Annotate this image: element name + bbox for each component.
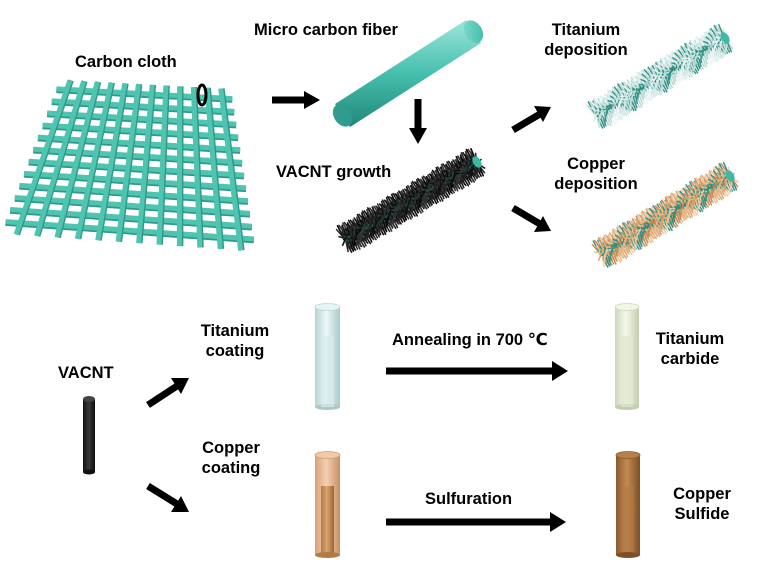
copper-deposition-line2: deposition — [548, 174, 644, 194]
fiber-bristle — [631, 232, 636, 233]
copper-sulfide-label: Copper Sulfide — [662, 484, 742, 524]
fiber-bristle — [712, 189, 713, 197]
fiber-bristle — [626, 93, 631, 94]
fiber-bristle — [343, 240, 345, 245]
copper-sulfide-tube — [616, 452, 640, 559]
copper-coating-line2: coating — [186, 458, 276, 478]
titanium-carbide-line1: Titanium — [650, 329, 730, 349]
vacnt-label: VACNT — [58, 363, 114, 383]
titanium-carbide-label: Titanium carbide — [650, 329, 730, 369]
fiber-bristle — [651, 220, 655, 221]
fiber-bristle — [376, 217, 380, 218]
vacnt-tube — [83, 396, 95, 475]
arrow-icon — [513, 106, 551, 130]
titanium-coating-label: Titanium coating — [190, 321, 280, 361]
titanium-deposition-label: Titanium deposition — [538, 20, 634, 60]
titanium-coated-tube — [315, 304, 340, 411]
vacnt-growth-label: VACNT growth — [276, 162, 391, 182]
copper-sulfide-line1: Copper — [662, 484, 742, 504]
copper-deposition-label: Copper deposition — [548, 154, 644, 194]
titanium-carbide-tube — [615, 304, 639, 411]
titanium-carbide-line2: carbide — [650, 349, 730, 369]
copper-coating-line1: Copper — [186, 438, 276, 458]
arrow-icon — [272, 91, 320, 109]
carbon-cloth-grid — [5, 80, 253, 250]
titanium-deposition-line1: Titanium — [538, 20, 634, 40]
fiber-bristle — [396, 206, 400, 207]
fiber-bristle — [688, 197, 693, 198]
sulfuration-label: Sulfuration — [425, 489, 512, 509]
copper-coating-label: Copper coating — [186, 438, 276, 478]
fiber-bristle — [665, 70, 669, 71]
fiber-bristle — [594, 116, 596, 121]
fiber-bristle — [646, 82, 650, 83]
fiber-bristle — [458, 175, 459, 183]
copper-sulfide-line2: Sulfide — [662, 504, 742, 524]
fiber-bristle — [707, 51, 708, 59]
fiber-bristle — [599, 255, 601, 260]
arrow-icon — [148, 378, 189, 405]
arrow-icon — [386, 512, 566, 532]
copper-coated-tube — [315, 452, 340, 559]
annealing-label: Annealing in 700 ℃ — [392, 330, 548, 350]
arrow-icon — [386, 361, 568, 381]
titanium-deposition-line2: deposition — [538, 40, 634, 60]
arrow-icon — [513, 208, 551, 232]
arrow-icon — [409, 99, 427, 144]
titanium-coating-line1: Titanium — [190, 321, 280, 341]
carbon-cloth-label: Carbon cloth — [75, 52, 177, 72]
fiber-bristle — [670, 208, 674, 209]
micro-carbon-fiber-label: Micro carbon fiber — [254, 20, 398, 40]
arrow-icon — [148, 486, 189, 512]
copper-deposition-line1: Copper — [548, 154, 644, 174]
titanium-coating-line2: coating — [190, 341, 280, 361]
